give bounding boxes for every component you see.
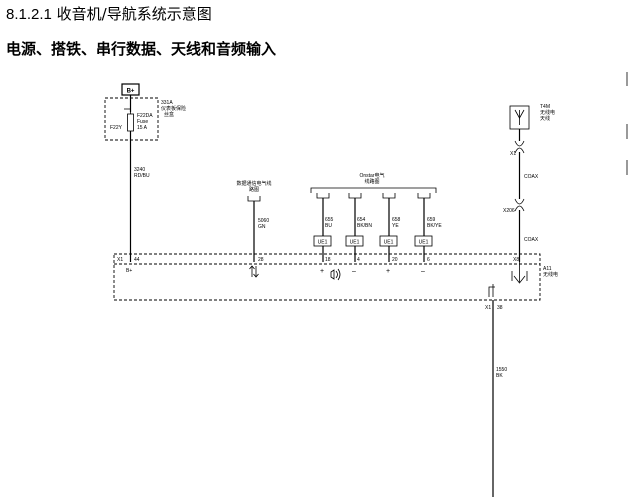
section-number: 8.1.2.1 [6, 6, 52, 23]
antenna-id: T4M [540, 104, 550, 110]
audio-wire-3-circuit: 658 [392, 217, 401, 223]
radio-module: A11 无线电 X1 44 B+ 28 [113, 253, 558, 301]
data-wire-color: GN [258, 224, 266, 230]
audio-wire-4-pin: 6 [427, 257, 430, 263]
coax-label-mid: COAX [524, 237, 539, 243]
module-id: A11 [543, 266, 552, 272]
fuse-ref: F22Y [110, 125, 123, 131]
antenna: T4M 无线电 天线 [509, 104, 555, 130]
audio-wire-1-sign: + [320, 268, 324, 275]
audio-wire-4-sign: – [421, 268, 425, 275]
audio-wire-1-color: BU [325, 223, 332, 229]
antenna-input-icon [511, 262, 528, 284]
audio-wire-4: 659 BK/YE UE1 6 – [414, 193, 442, 275]
antenna-desc-1: 无线电 [540, 109, 555, 116]
module-desc: 无线电 [543, 271, 558, 278]
data-wire-circuit: 5060 [258, 218, 269, 224]
coax-connector-bottom: X8 [513, 257, 519, 263]
ground-wire-circuit: 1550 [496, 367, 507, 373]
fuse-block-desc-1: 仪表板保险 [161, 105, 186, 112]
coax-connector-top: X1 [510, 151, 516, 157]
audio-group: Onstar电气 线路图 [310, 172, 437, 193]
module-data-pin: 28 [258, 257, 264, 263]
audio-wire-2-sign: – [352, 268, 356, 275]
audio-wire-1-circuit: 655 [325, 217, 334, 223]
audio-input-icon [330, 268, 341, 281]
ground-wire-color: BK [496, 373, 503, 379]
antenna-desc-2: 天线 [540, 115, 550, 122]
fuse-symbol [127, 113, 134, 132]
audio-wire-3-pin: 20 [392, 257, 398, 263]
audio-wire-3-sign: + [386, 268, 390, 275]
fuse-rating: 15 A [137, 125, 148, 131]
svg-text:UE1: UE1 [350, 240, 360, 246]
power-wire: 3240 RD/BU [129, 131, 150, 262]
data-wire-label-1: 数据通信电气线 [236, 180, 271, 187]
module-power-pin: 44 [134, 257, 140, 263]
module-connector: X1 [117, 257, 123, 263]
coax-label-top: COAX [524, 174, 539, 180]
svg-text:UE1: UE1 [419, 240, 429, 246]
fuse-block-desc-2: 丝盒 [164, 111, 174, 118]
power-wire-circuit: 3240 [134, 167, 145, 173]
data-wire-label-2: 路图 [249, 186, 259, 193]
fuse-block: 331A 仪表板保险 丝盒 F22DA Fuse 15 A F22Y [104, 97, 186, 141]
audio-wire-3-color: YE [392, 223, 399, 229]
audio-wire-2-circuit: 654 [357, 217, 366, 223]
coax-cable: X1 COAX X206 COAX X8 [503, 129, 539, 263]
section-title: 收音机/导航系统示意图 [56, 5, 212, 23]
audio-group-label-1: Onstar电气 [359, 172, 384, 179]
svg-text:UE1: UE1 [384, 240, 394, 246]
power-wire-color: RD/BU [134, 173, 150, 179]
fuse-id: F22DA [137, 113, 153, 119]
fuse-block-id: 331A [161, 100, 173, 106]
ground-connector: X1 [485, 305, 491, 311]
ground-connection: X1 38 1550 BK [485, 284, 507, 497]
audio-wire-2-color: BK/BN [357, 223, 372, 229]
section-subtitle: 电源、搭铁、串行数据、天线和音频输入 [6, 40, 277, 58]
section-heading: 8.1.2.1 收音机/导航系统示意图 [6, 3, 212, 24]
ground-pin: 38 [497, 305, 503, 311]
battery-label: B+ [127, 89, 135, 95]
svg-text:UE1: UE1 [318, 240, 328, 246]
audio-wire-1: 655 BU UE1 18 + [313, 193, 334, 275]
fuse-word: Fuse [137, 119, 148, 125]
data-arrows-icon [249, 265, 259, 278]
data-wire: 数据通信电气线 路图 5060 GN [236, 180, 272, 262]
audio-group-label-2: 线路图 [364, 178, 379, 185]
audio-wire-4-color: BK/YE [427, 223, 442, 229]
audio-wire-3: 658 YE UE1 20 + [379, 193, 401, 275]
coax-connector-mid: X206 [503, 208, 515, 214]
audio-wire-2-pin: 4 [357, 257, 360, 263]
audio-wire-1-pin: 18 [325, 257, 331, 263]
audio-wire-4-circuit: 659 [427, 217, 436, 223]
audio-wire-2: 654 BK/BN UE1 4 – [345, 193, 372, 275]
module-bplus: B+ [126, 268, 132, 274]
